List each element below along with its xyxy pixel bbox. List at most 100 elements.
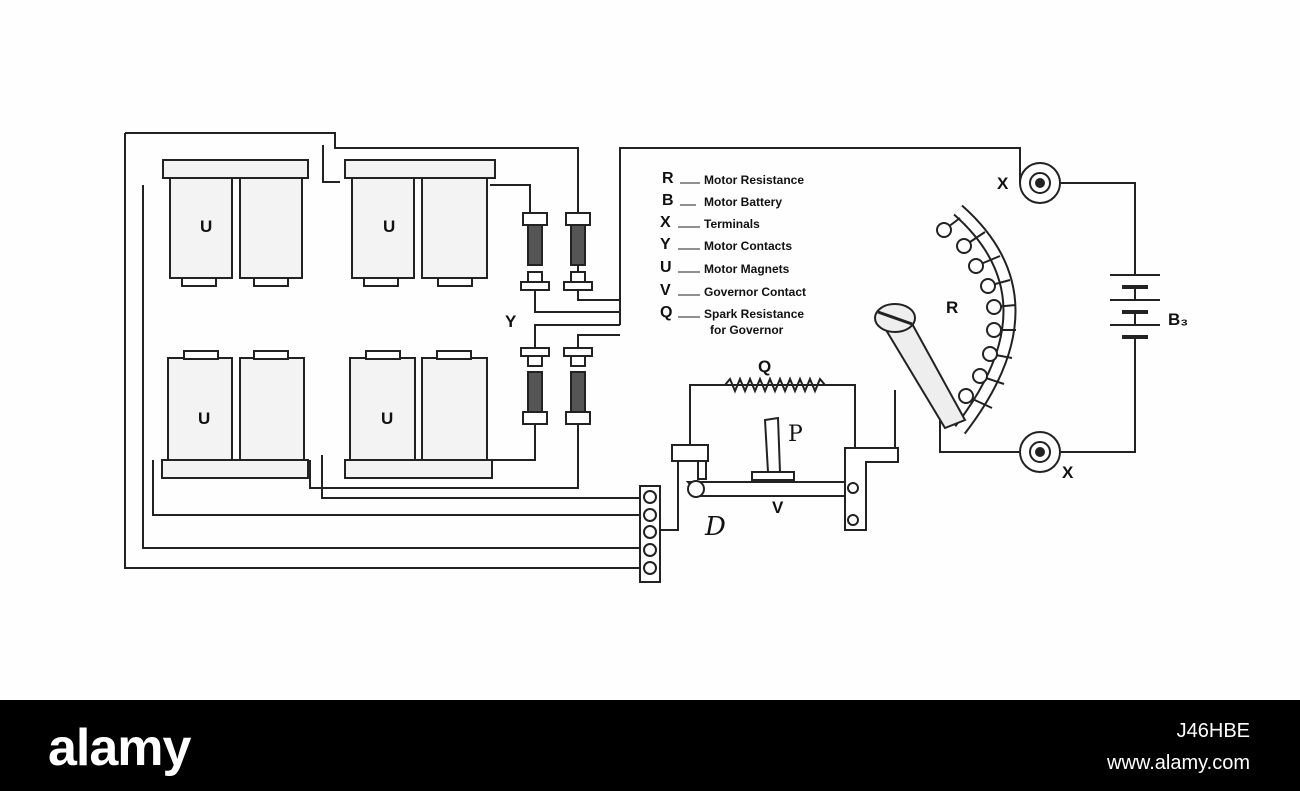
terminal-label: X bbox=[997, 174, 1009, 193]
screw-icon bbox=[643, 525, 657, 539]
magnet-u-2-top bbox=[344, 159, 496, 179]
magnet-u-3b bbox=[239, 357, 305, 461]
magnet-u-1b bbox=[239, 177, 303, 279]
wire-d bbox=[660, 460, 679, 531]
governor-block bbox=[671, 444, 709, 462]
rheostat-label: R bbox=[946, 298, 958, 317]
spark-resistance-label: Q bbox=[758, 357, 771, 376]
magnet-foot bbox=[436, 350, 472, 360]
wire-lever bbox=[885, 390, 896, 449]
wire-left-4 bbox=[322, 145, 340, 183]
magnet-u-4-bot bbox=[344, 459, 493, 479]
legend-key: X bbox=[660, 214, 671, 231]
site-url: www.alamy.com bbox=[1107, 752, 1250, 774]
magnet-u-2a bbox=[351, 177, 415, 279]
governor-blade-base bbox=[751, 471, 795, 481]
rheostat-contact bbox=[986, 299, 1002, 315]
wire-y-5 bbox=[577, 334, 620, 348]
rheostat-contact bbox=[968, 258, 984, 274]
contact-y-spring bbox=[570, 224, 586, 266]
governor-blade-p bbox=[763, 416, 782, 473]
magnet-u-4a bbox=[349, 357, 416, 461]
magnet-foot bbox=[363, 277, 399, 287]
magnet-u-2b bbox=[421, 177, 488, 279]
contact-y-pin bbox=[527, 355, 543, 367]
magnet-foot bbox=[365, 350, 401, 360]
governor-contact-d bbox=[687, 480, 705, 498]
contact-y-spring bbox=[570, 371, 586, 413]
battery-label: B₃ bbox=[1168, 310, 1188, 329]
magnet-foot bbox=[181, 277, 217, 287]
magnet-foot bbox=[253, 277, 289, 287]
rheostat-contact bbox=[986, 322, 1002, 338]
wire-top-right bbox=[619, 147, 1021, 325]
magnet-u-3-bot bbox=[161, 459, 309, 479]
legend-key: Y bbox=[660, 236, 671, 253]
legend-key: Q bbox=[660, 304, 672, 321]
magnet-label: U bbox=[381, 409, 393, 428]
contact-y-cap bbox=[522, 212, 548, 226]
wire-left-2 bbox=[142, 185, 640, 549]
rheostat-contact bbox=[956, 238, 972, 254]
image-id: J46HBE bbox=[1176, 720, 1250, 742]
diagram-canvas: U U U U Y R Motor Resistance B Motor Bat… bbox=[124, 132, 1189, 583]
legend-text: Motor Resistance bbox=[704, 173, 804, 187]
pivot bbox=[847, 482, 859, 494]
rheostat-handle bbox=[878, 319, 967, 430]
contact-y-pin bbox=[570, 271, 586, 283]
contact-d-label: D bbox=[704, 512, 726, 542]
rheostat-contact bbox=[980, 278, 996, 294]
wire-outer-left bbox=[124, 133, 640, 569]
wire-left-3 bbox=[152, 460, 640, 516]
contact-y-cap bbox=[565, 411, 591, 425]
magnet-u-4b bbox=[421, 357, 488, 461]
screw-icon bbox=[643, 543, 657, 557]
magnet-u-1-top bbox=[162, 159, 309, 179]
wire-y bbox=[490, 184, 531, 215]
rheostat bbox=[874, 204, 1017, 435]
wire-outer bbox=[125, 132, 620, 301]
magnet-foot bbox=[253, 350, 289, 360]
screw-icon bbox=[643, 508, 657, 522]
wire-y-4 bbox=[534, 324, 620, 348]
legend-text: Motor Contacts bbox=[704, 239, 792, 253]
wire-mid-2 bbox=[309, 420, 579, 489]
wire-bottom-x bbox=[939, 420, 1020, 453]
rheostat-contact bbox=[972, 368, 988, 384]
magnet-label: U bbox=[200, 217, 212, 236]
governor-contact-label: V bbox=[772, 498, 784, 517]
contact-y-cap bbox=[565, 212, 591, 226]
governor-post bbox=[697, 460, 707, 480]
contact-y-spring bbox=[527, 371, 543, 413]
terminal-label: X bbox=[1062, 463, 1074, 482]
magnet-u-1a bbox=[169, 177, 233, 279]
wiring-diagram: U U U U Y R Motor Resistance B Motor Bat… bbox=[124, 132, 1188, 583]
governor-arm-v bbox=[685, 481, 846, 497]
rheostat-contact bbox=[982, 346, 998, 362]
pivot bbox=[847, 514, 859, 526]
contact-y-base bbox=[520, 281, 550, 291]
legend-text: Motor Battery bbox=[704, 195, 782, 209]
spark-resistance-zigzag bbox=[724, 376, 826, 394]
blade-label: P bbox=[788, 422, 803, 447]
rheostat-contact bbox=[936, 222, 952, 238]
legend-key: B bbox=[662, 192, 674, 209]
magnet-label: U bbox=[383, 217, 395, 236]
legend-key: V bbox=[660, 282, 671, 299]
legend-text: Terminals bbox=[704, 217, 760, 231]
wire-y-2 bbox=[534, 290, 620, 313]
contact-y-base bbox=[563, 347, 593, 357]
legend-text: Governor Contact bbox=[704, 285, 806, 299]
wire-battery-bot bbox=[1060, 355, 1136, 453]
contact-y-base bbox=[563, 281, 593, 291]
contact-y-pin bbox=[570, 355, 586, 367]
lever-bracket bbox=[844, 447, 899, 531]
legend-key: R bbox=[662, 170, 674, 187]
rheostat-contact bbox=[958, 388, 974, 404]
alamy-logo: alamy bbox=[48, 719, 191, 777]
legend-text: Spark Resistance bbox=[704, 307, 804, 321]
legend: R Motor Resistance B Motor Battery X Ter… bbox=[660, 170, 806, 337]
wire-y-6 bbox=[490, 420, 536, 461]
magnet-foot bbox=[183, 350, 219, 360]
legend-text: Motor Magnets bbox=[704, 262, 790, 276]
